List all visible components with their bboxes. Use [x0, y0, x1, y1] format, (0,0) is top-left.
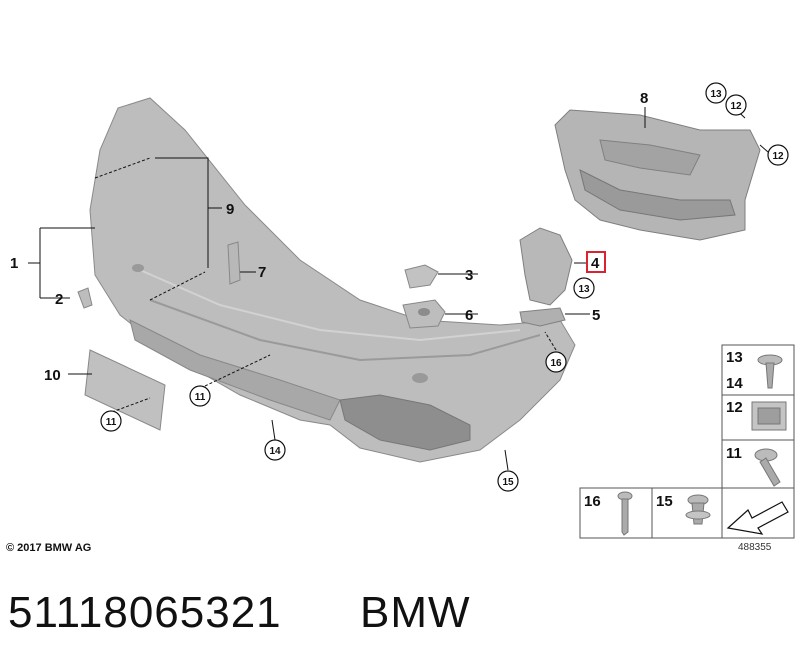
callout-5: 5 [592, 307, 600, 324]
part-7-bracket[interactable] [227, 241, 241, 285]
svg-text:13: 13 [710, 89, 722, 100]
screw-icon [757, 354, 783, 389]
copyright: © 2017 BMW AG [6, 542, 92, 554]
clip-nut-icon [751, 401, 787, 431]
circled-callout-14: 14 [264, 439, 286, 461]
svg-text:16: 16 [550, 358, 562, 369]
svg-text:15: 15 [502, 477, 514, 488]
callout-1: 1 [10, 255, 18, 272]
part-4-holder[interactable] [519, 227, 573, 306]
circled-callout-16: 16 [545, 351, 567, 373]
svg-text:14: 14 [269, 446, 281, 457]
screw-long-icon [617, 491, 633, 536]
legend-label-15: 15 [656, 493, 673, 510]
legend-label-16: 16 [584, 493, 601, 510]
callout-9: 9 [226, 201, 234, 218]
legend-cell-11 [721, 439, 795, 489]
fastener-legend: 13 14 12 11 16 15 [579, 344, 795, 539]
legend-label-13: 13 [726, 349, 743, 366]
circled-callout-12-a: 12 [725, 94, 747, 116]
expanding-rivet-icon [685, 494, 711, 525]
callout-8: 8 [640, 90, 648, 107]
legend-label-11: 11 [726, 445, 742, 462]
svg-text:12: 12 [730, 101, 742, 112]
brand: BMW [360, 588, 471, 637]
license-plate-base[interactable] [84, 349, 166, 431]
part-2-grommet[interactable] [77, 287, 93, 309]
leader-lines [28, 101, 769, 471]
legend-cell-13-14 [721, 344, 795, 396]
highlight-box [586, 251, 606, 273]
svg-text:13: 13 [578, 284, 590, 295]
callout-4[interactable]: 4 [591, 255, 600, 272]
parts-diagram: 1 2 3 4 5 6 7 8 9 10 11 11 12 12 13 13 1… [10, 82, 795, 539]
bumper-carrier-bracket[interactable] [554, 109, 761, 241]
legend-label-12: 12 [726, 399, 743, 416]
callout-3: 3 [465, 267, 473, 284]
callout-2: 2 [55, 291, 63, 308]
circled-callout-13-b: 13 [573, 277, 595, 299]
circled-callout-11-b: 11 [100, 410, 122, 432]
circled-callout-15: 15 [497, 470, 519, 492]
part-number: 51118065321 [8, 588, 282, 637]
part-5-clip[interactable] [519, 307, 566, 327]
callout-7: 7 [258, 264, 266, 281]
bolt-icon [754, 448, 781, 487]
legend-cell-16 [579, 487, 653, 539]
circled-callout-11-a: 11 [189, 385, 211, 407]
svg-text:11: 11 [195, 392, 206, 403]
legend-label-14: 14 [726, 375, 743, 392]
callout-10: 10 [44, 367, 61, 384]
svg-text:12: 12 [772, 151, 784, 162]
dashed-leaders [94, 157, 557, 413]
front-bumper-trim-panel[interactable] [89, 97, 576, 463]
part-3-cover[interactable] [404, 264, 439, 289]
arrow-icon [726, 501, 789, 535]
diagram-number: 488355 [738, 542, 772, 553]
circled-callout-13-a: 13 [705, 82, 727, 104]
part-6-cover[interactable] [402, 299, 446, 329]
circled-callout-12-b: 12 [767, 144, 789, 166]
callout-6: 6 [465, 307, 473, 324]
svg-text:11: 11 [106, 417, 117, 428]
